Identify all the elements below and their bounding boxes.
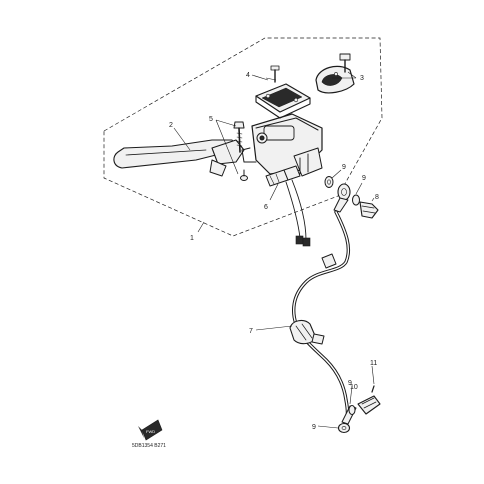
brake-hose[interactable] bbox=[289, 210, 351, 426]
lower-copper-washer[interactable] bbox=[352, 194, 360, 206]
brake-lever[interactable] bbox=[113, 139, 245, 177]
lower-union-bolt[interactable] bbox=[357, 385, 381, 415]
callout-6: 6 bbox=[264, 204, 268, 211]
callout-11: 11 bbox=[370, 360, 377, 367]
callout-3: 3 bbox=[360, 75, 364, 82]
front-badge-label: FWD bbox=[146, 429, 155, 434]
brake-light-switch[interactable] bbox=[265, 165, 311, 247]
callout-8: 8 bbox=[375, 194, 379, 201]
handlebar-holder[interactable] bbox=[315, 65, 355, 94]
callout-4: 4 bbox=[246, 72, 250, 79]
callout-9-bottom: 9 bbox=[312, 424, 316, 431]
lever-pivot-bolt[interactable] bbox=[233, 121, 245, 153]
upper-banjo-fitting[interactable] bbox=[333, 183, 351, 213]
lever-pivot-nut[interactable] bbox=[240, 169, 248, 181]
reservoir-cap[interactable] bbox=[255, 83, 311, 119]
lower-copper-washer-left[interactable] bbox=[348, 405, 356, 415]
leader-lines bbox=[173, 71, 375, 429]
lower-banjo-fitting[interactable] bbox=[337, 405, 357, 434]
callout-10: 10 bbox=[350, 384, 358, 391]
callout-1: 1 bbox=[190, 235, 194, 242]
callout-9-upper: 9 bbox=[342, 164, 346, 171]
master-cylinder-body[interactable] bbox=[241, 113, 323, 177]
upper-copper-washer[interactable] bbox=[324, 176, 334, 188]
assembly-outline bbox=[103, 37, 383, 237]
figure-code: 5DB1354 B271 bbox=[132, 443, 166, 449]
callout-2: 2 bbox=[169, 122, 173, 129]
cap-screw[interactable] bbox=[270, 65, 280, 83]
callout-5: 5 bbox=[209, 116, 213, 123]
front-arrow-icon: FWD bbox=[138, 419, 163, 441]
union-bolt-upper[interactable] bbox=[359, 201, 379, 219]
callout-9-lower: 9 bbox=[348, 380, 352, 387]
callout-9-right: 9 bbox=[362, 175, 366, 182]
holder-screw[interactable] bbox=[339, 53, 351, 73]
callout-7: 7 bbox=[249, 328, 253, 335]
